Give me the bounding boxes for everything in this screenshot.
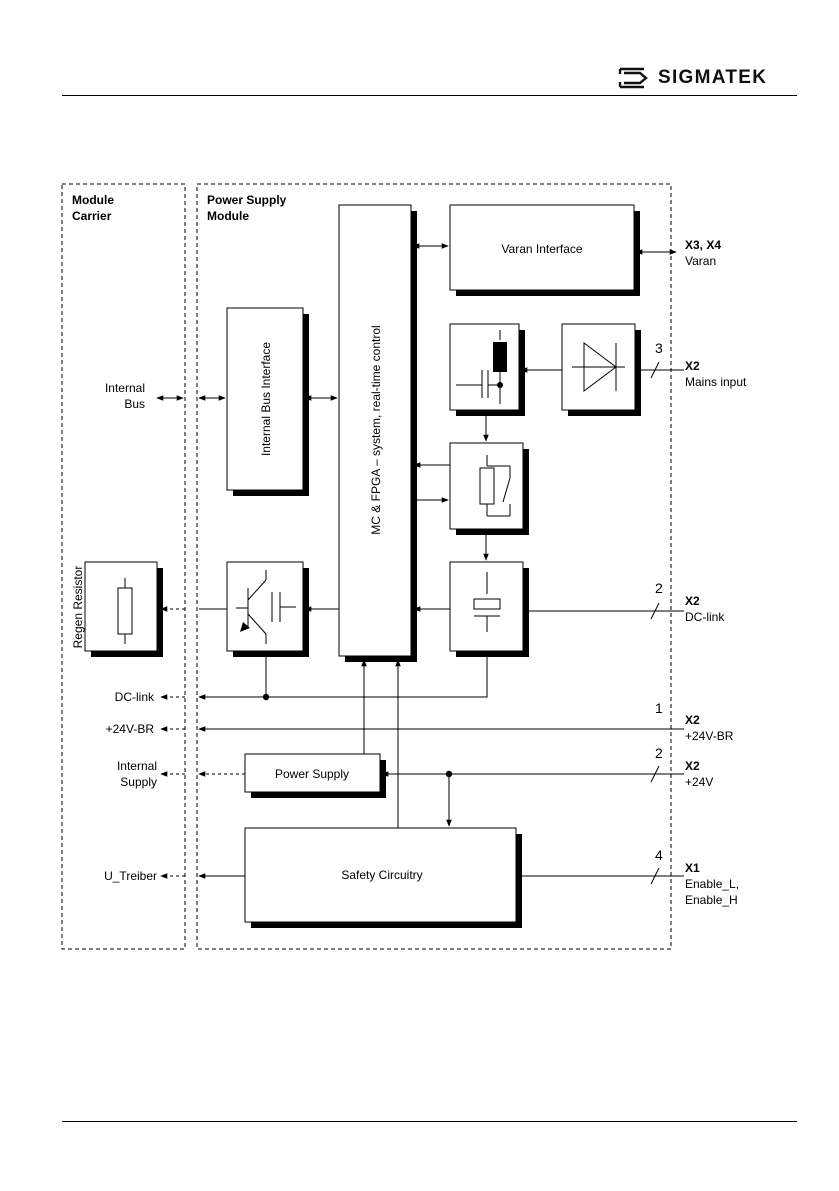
dc-link-left-label: DC-link [115,690,155,704]
x2-mains-name: Mains input [685,375,747,389]
x1-id: X1 [685,861,700,875]
transistor-icon [236,570,296,644]
psu-title-line1: Power Supply [207,193,287,207]
internal-supply-label-line1: Internal [117,759,157,773]
v24-br-line-count: 1 [655,700,663,716]
junction-dot [497,382,503,388]
x2-24v-id: X2 [685,759,700,773]
mc-fpga-block [338,204,412,657]
x1-name-line2: Enable_H [685,893,738,907]
sigmatek-logo: SIGMATEK [618,66,798,92]
v24-line-count: 2 [655,745,663,761]
power-supply-module-region [196,183,672,950]
internal-bus-interface-block [226,307,304,491]
internal-bus-label-line2: Bus [124,397,145,411]
x2-24vbr-id: X2 [685,713,700,727]
x2-mains-id: X2 [685,359,700,373]
safety-circuitry-block [244,827,517,923]
varan-interface-block [449,204,635,291]
v24-junction-dot [445,770,453,778]
x3x4-name: Varan [685,254,716,268]
enable-line-count: 4 [655,847,663,863]
x1-name-line1: Enable_L, [685,877,739,891]
dc-link-capacitor-block [449,323,520,411]
internal-bus-label-line1: Internal [105,381,145,395]
varan-interface-label: Varan Interface [501,242,582,256]
module-carrier-region [61,183,186,950]
enable-slash [650,867,660,885]
v24-br-left-label: +24V-BR [106,722,155,736]
power-supply-block [244,753,381,793]
sigmatek-logo-icon [618,67,648,89]
resistor-filled-icon [493,342,507,372]
regen-resistor-label: Regen Resistor [71,566,85,649]
x2-24vbr-name: +24V-BR [685,729,734,743]
dc-link-line-count: 2 [655,580,663,596]
diode-icon [572,342,625,392]
dc-link-slash [650,602,660,620]
mains-line-count: 3 [655,340,663,356]
mc-fpga-label: MC & FPGA – system, real-time control [369,325,383,534]
internal-supply-label-line2: Supply [120,775,157,789]
relay-icon [479,455,511,517]
dc-link-junction-dot [262,693,270,701]
mains-slash [650,361,660,379]
dc-link-bus-line [198,651,488,700]
resistor-icon [117,578,133,644]
x2-24v-name: +24V [685,775,713,789]
carrier-title-line1: Module [72,193,114,207]
safety-circuitry-label: Safety Circuitry [341,868,422,882]
regen-resistor-block [84,561,158,652]
x3x4-id: X3, X4 [685,238,721,252]
u-treiber-label: U_Treiber [104,869,157,883]
brand-name: SIGMATEK [658,67,768,88]
emitter-arrow-icon [240,622,250,632]
carrier-title-line2: Carrier [72,209,112,223]
capacitor-icon [473,572,501,632]
internal-bus-interface-label: Internal Bus Interface [259,342,273,456]
x2-dclink-id: X2 [685,594,700,608]
power-supply-label: Power Supply [275,767,349,781]
header-rule [62,95,797,96]
v24-slash [650,765,660,783]
x2-dclink-name: DC-link [685,610,725,624]
footer-rule [62,1121,797,1122]
psu-title-line2: Module [207,209,249,223]
